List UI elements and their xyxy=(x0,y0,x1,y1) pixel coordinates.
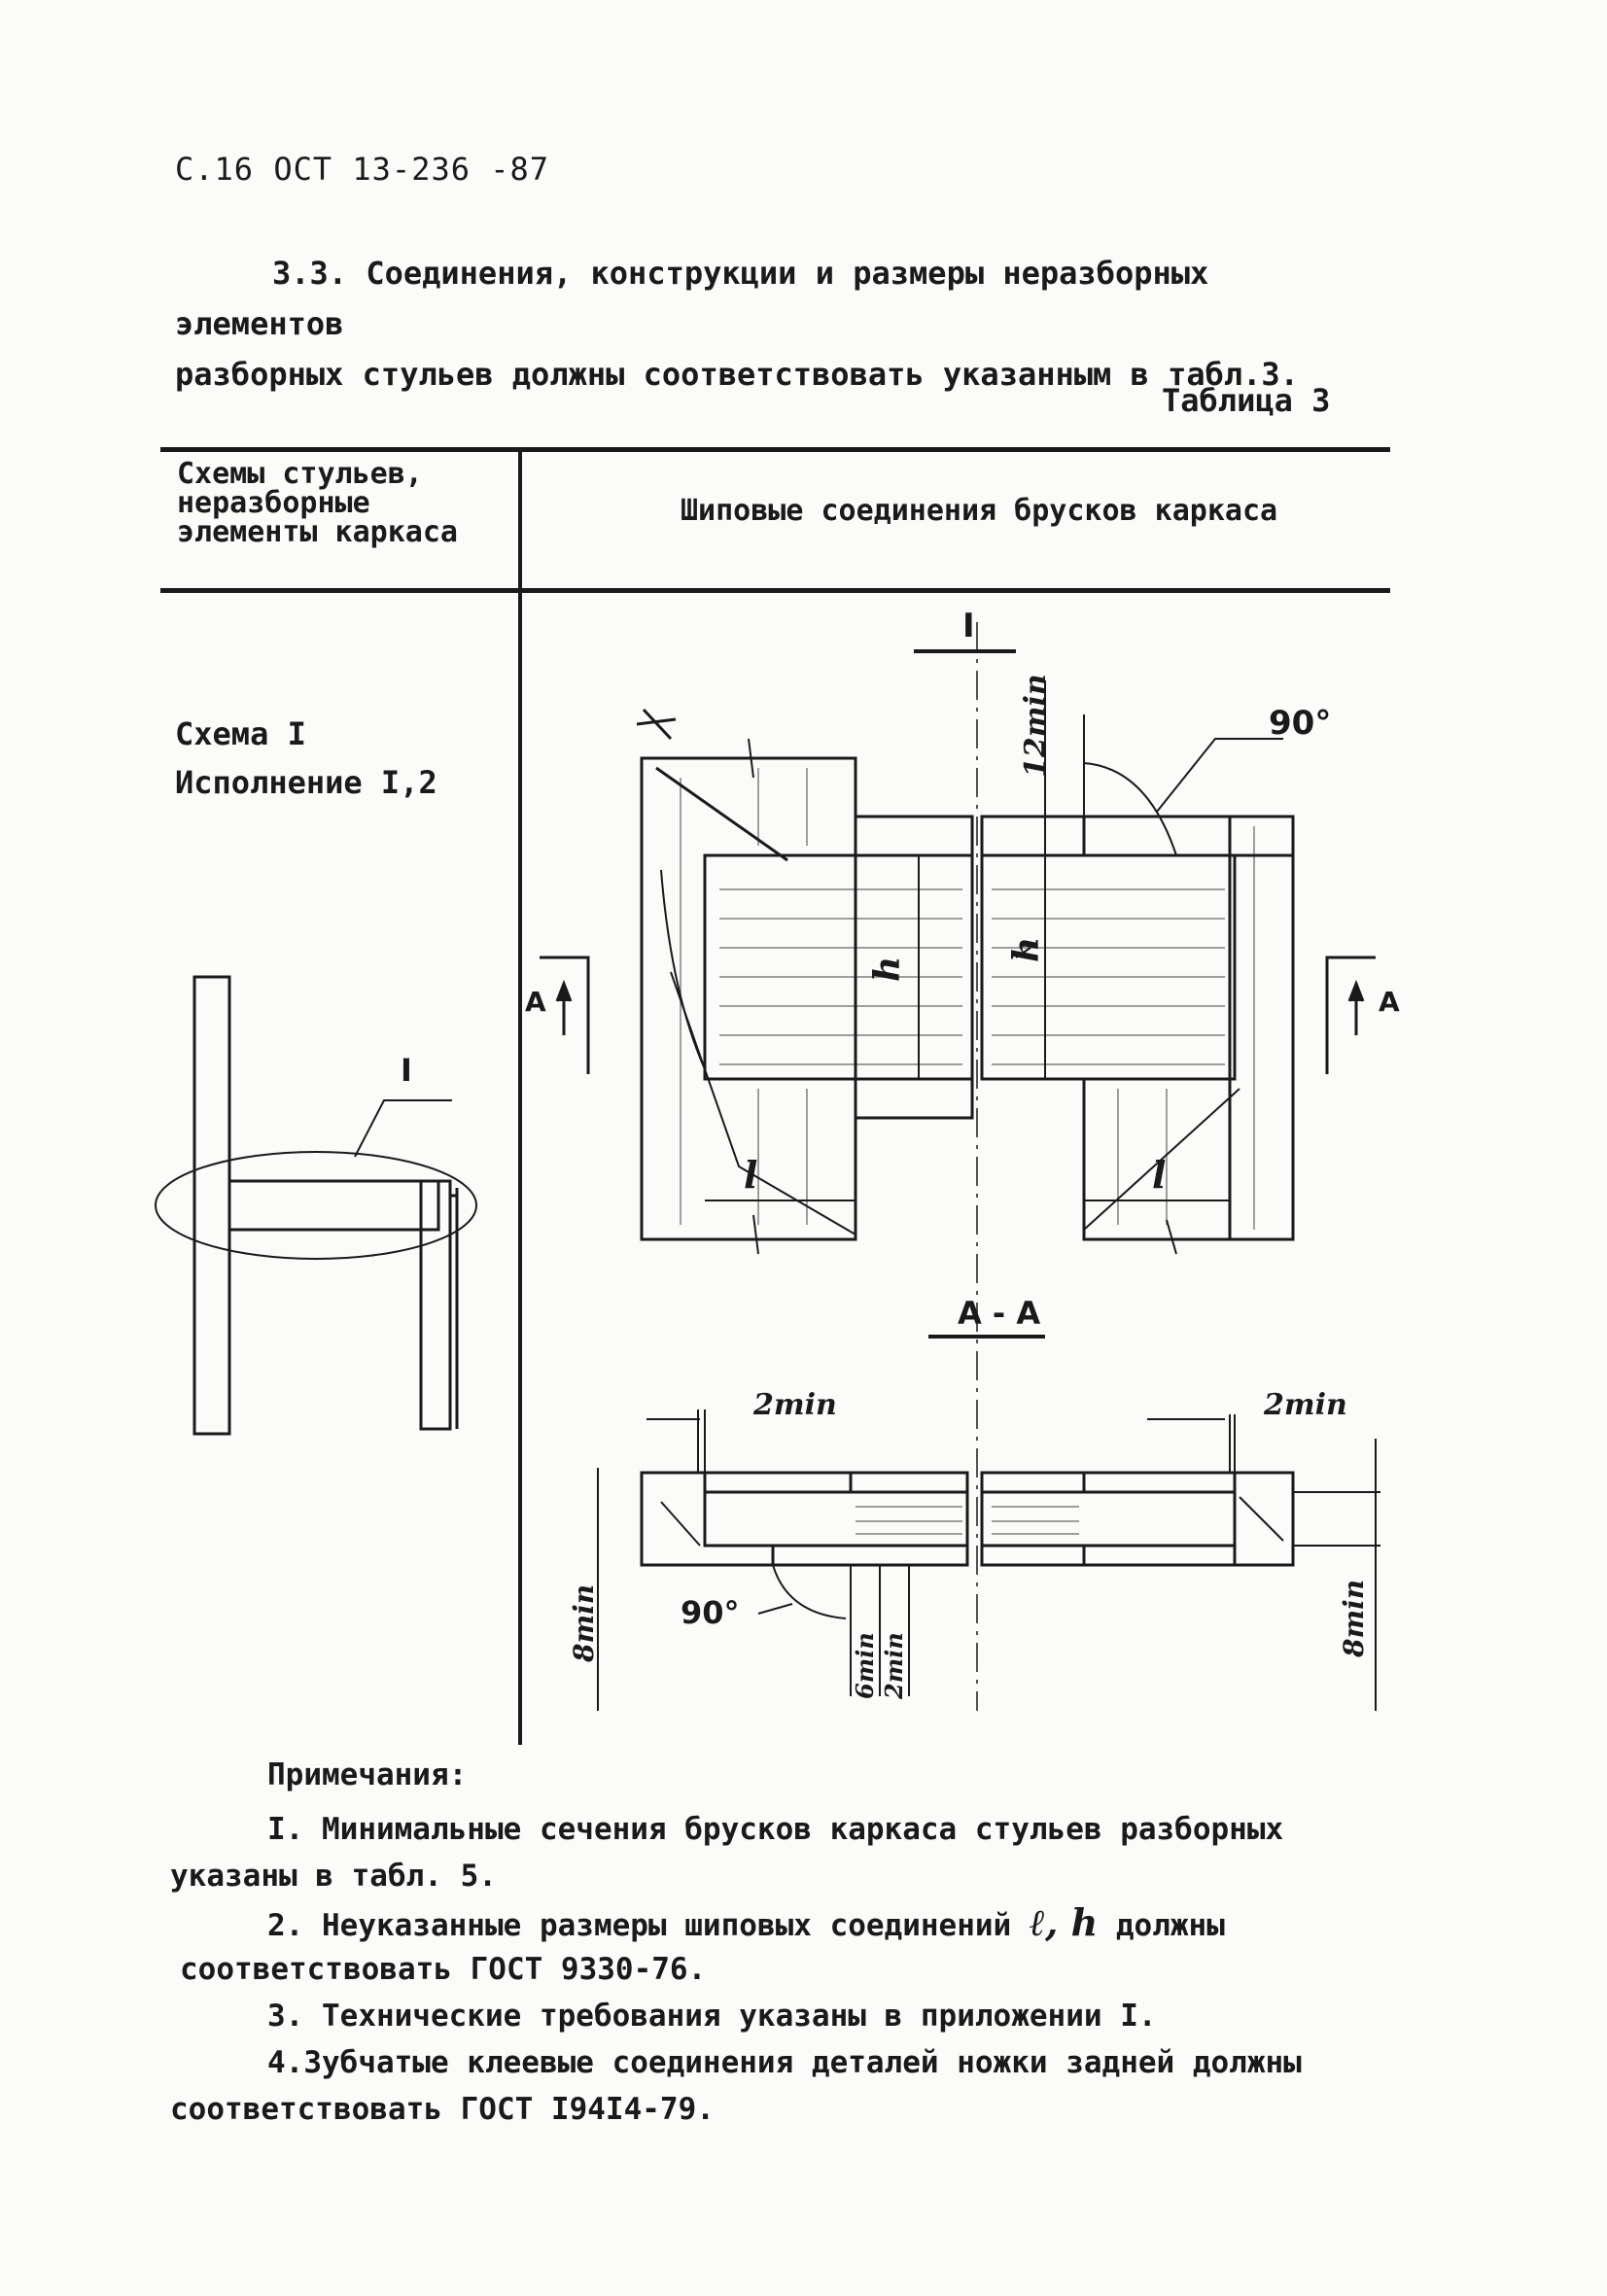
dimensions-detail xyxy=(705,680,1283,1201)
detail-marker: I xyxy=(962,607,975,645)
dim-8min-right: 8min xyxy=(1338,1580,1370,1658)
note-4-line-2: соответствовать ГОСТ I94I4-79. xyxy=(170,2092,715,2127)
column-1-header: Схемы стульев, неразборные элементы карк… xyxy=(177,460,498,547)
section-marker-left-label: А xyxy=(525,986,546,1018)
section-marker-left xyxy=(540,956,590,1074)
table-column-divider xyxy=(518,447,522,1745)
note-1-line-1: I. Минимальные сечения брусков каркаса с… xyxy=(267,1812,1284,1847)
dim-2min-right: 2min xyxy=(1263,1388,1347,1422)
column-1-header-line-2: неразборные xyxy=(177,486,370,520)
dim-h-left: h xyxy=(867,957,908,982)
chair-callout-marker: I xyxy=(401,1052,412,1089)
column-1-header-line-3: элементы каркаса xyxy=(177,515,458,549)
note-3: 3. Технические требования указаны в прил… xyxy=(267,1999,1157,2034)
section-marker-right-label: А xyxy=(1379,986,1400,1018)
dim-12min: 12min xyxy=(1019,674,1053,778)
column-2-header: Шиповые соединения брусков каркаса xyxy=(681,494,1278,528)
chair-front-leg xyxy=(419,1179,452,1431)
section-marker-right xyxy=(1325,956,1376,1074)
note-2-symbols: ℓ, h xyxy=(1029,1900,1099,1944)
section-aa-right xyxy=(980,1471,1295,1567)
angle-label-section: 90° xyxy=(681,1594,740,1631)
note-2-text-b: должны xyxy=(1115,1908,1225,1943)
note-1-line-2: указаны в табл. 5. xyxy=(170,1859,497,1894)
chair-scheme-sketch xyxy=(155,975,477,1436)
wood-grain-left xyxy=(680,768,962,1225)
dim-2min-vertical: 2min xyxy=(880,1632,908,1700)
paragraph-line-2: разборных стульев должны соответствовать… xyxy=(175,356,1299,393)
detail-left-part xyxy=(636,708,974,1255)
dim-2min-left: 2min xyxy=(752,1388,837,1422)
angle-label-detail: 90° xyxy=(1269,704,1331,743)
dim-l-right: l xyxy=(1152,1153,1166,1197)
chair-rail xyxy=(227,1179,440,1232)
column-1-header-line-1: Схемы стульев, xyxy=(177,457,423,491)
execution-label: Исполнение I,2 xyxy=(175,764,437,801)
detail-right-part xyxy=(980,815,1295,1255)
dim-l-left: l xyxy=(744,1153,757,1197)
callout-leader xyxy=(354,1099,452,1158)
table-top-rule xyxy=(160,447,1390,452)
dim-6min: 6min xyxy=(851,1632,879,1699)
wood-grain-right xyxy=(992,826,1255,1230)
note-2-text-a: 2. Неуказанные размеры шиповых соединени… xyxy=(267,1908,1012,1943)
page-header: С.16 ОСТ 13-236 -87 xyxy=(175,151,550,188)
section-aa-left xyxy=(640,1471,969,1567)
note-4-line-1: 4.Зубчатые клеевые соединения деталей но… xyxy=(267,2045,1302,2080)
scheme-block: Схема I Исполнение I,2 xyxy=(175,710,437,807)
section-title: А - А xyxy=(958,1295,1040,1332)
note-2-line-2: соответствовать ГОСТ 9330-76. xyxy=(180,1952,707,1987)
table-header-rule xyxy=(160,588,1390,593)
table-title: Таблица 3 xyxy=(1162,382,1331,419)
chair-rear-leg xyxy=(192,975,231,1436)
notes-title: Примечания: xyxy=(267,1757,468,1792)
section-paragraph: 3.3. Соединения, конструкции и размеры н… xyxy=(175,248,1390,400)
scheme-label: Схема I xyxy=(175,715,306,752)
dimensions-section xyxy=(597,1409,1380,1711)
dim-h-right: h xyxy=(1006,937,1047,962)
detail-ellipse xyxy=(155,1151,477,1260)
note-2-line-1: 2. Неуказанные размеры шиповых соединени… xyxy=(267,1899,1225,1949)
paragraph-line-1: 3.3. Соединения, конструкции и размеры н… xyxy=(175,255,1209,342)
dim-8min-left: 8min xyxy=(568,1584,600,1663)
